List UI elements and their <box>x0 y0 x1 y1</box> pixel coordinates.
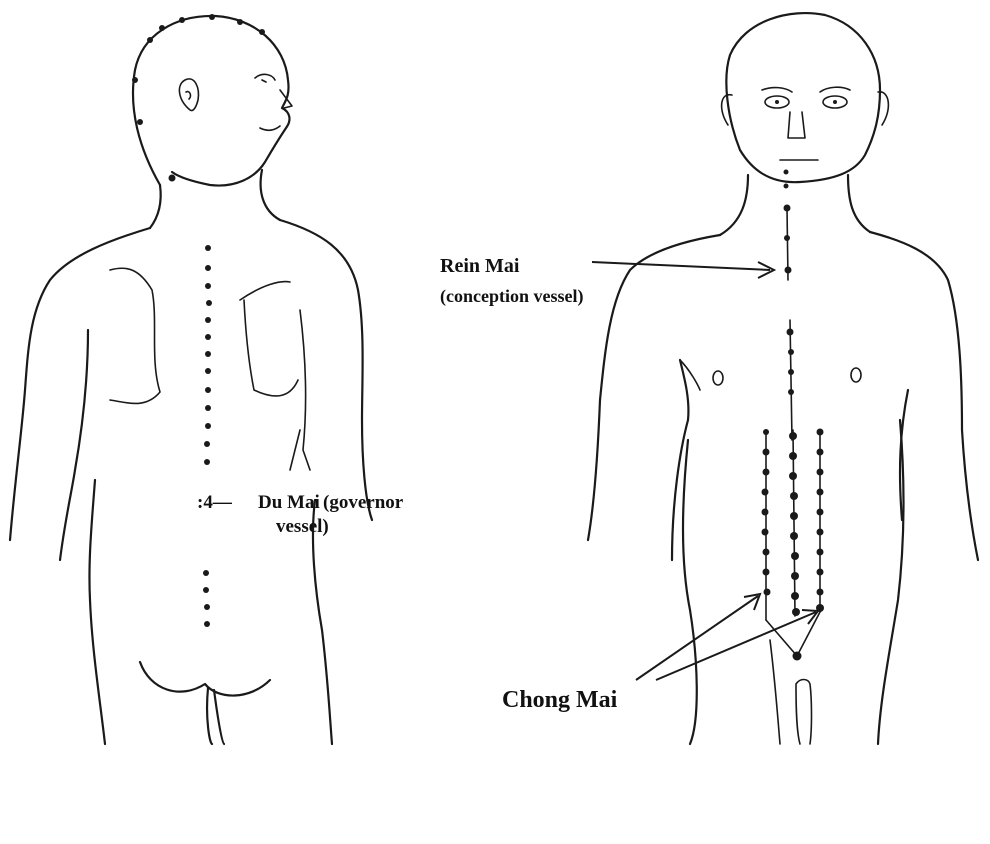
front-nose <box>788 112 805 138</box>
back-torso-left <box>10 228 150 540</box>
front-nipple-right <box>851 368 861 382</box>
du-mai-paren: (governor <box>323 492 404 513</box>
du-mai-label: Du Mai <box>258 492 320 513</box>
back-buttocks <box>140 662 270 744</box>
du-mai-prefix: :4— <box>197 492 233 513</box>
back-left-armpit <box>60 330 88 560</box>
back-figure: :4— Du Mai (governor vessel) <box>10 14 404 744</box>
rein-mai-arrow <box>592 262 770 270</box>
back-face-eye <box>255 74 275 82</box>
back-right-arm <box>290 310 310 470</box>
back-neck-left <box>150 185 161 228</box>
front-side-left <box>683 440 697 744</box>
front-neck-left <box>720 175 748 235</box>
back-ear <box>179 79 198 111</box>
front-brow-left <box>762 88 792 92</box>
rein-mai-line <box>787 208 792 440</box>
du-mai-sub: vessel) <box>276 516 329 537</box>
chong-mai-left-points <box>762 429 771 596</box>
rein-mai-sublabel: (conception vessel) <box>440 286 583 307</box>
front-nipple-left <box>713 371 723 385</box>
front-head-outline <box>726 13 880 182</box>
back-face-mouth <box>260 126 280 130</box>
front-neck-right <box>848 175 870 232</box>
front-torso-right <box>870 232 978 560</box>
back-scapula-right <box>240 282 298 396</box>
back-face-nose <box>280 90 292 108</box>
back-torso-right <box>280 220 372 520</box>
front-leg-line <box>770 640 780 744</box>
back-head-outline <box>133 16 289 186</box>
front-genital <box>796 680 812 745</box>
rein-mai-label: Rein Mai <box>440 255 520 277</box>
front-brow-right <box>820 87 850 92</box>
back-waist-left <box>89 480 105 744</box>
back-scapula-left <box>110 268 160 403</box>
chong-mai-label: Chong Mai <box>502 687 618 713</box>
front-figure: Rein Mai (conception vessel) Chong Mai <box>440 13 978 744</box>
chong-mai-arrow-2 <box>656 612 816 680</box>
rein-mai-points <box>784 170 795 396</box>
chong-mai-center-points <box>789 432 802 661</box>
du-mai-points <box>203 245 212 627</box>
back-neck-right <box>261 170 280 220</box>
front-torso-left <box>588 235 720 540</box>
